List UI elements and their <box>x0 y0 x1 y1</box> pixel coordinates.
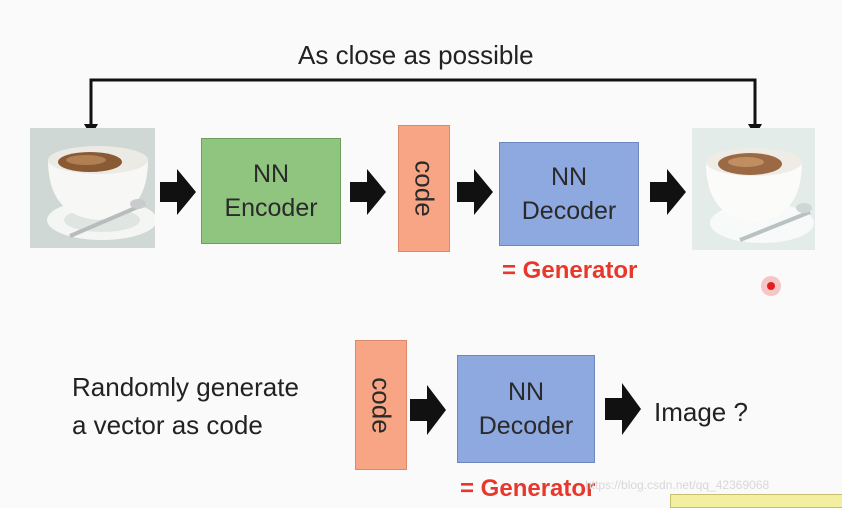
random-vector-text: Randomly generate a vector as code <box>72 368 299 444</box>
random-text-line-1: Randomly generate <box>72 372 299 402</box>
arrow-2 <box>350 169 386 215</box>
output-coffee-image <box>692 128 815 250</box>
arrow-5 <box>410 385 446 435</box>
random-text-line-2: a vector as code <box>72 410 263 440</box>
encoder-line-1: NN <box>252 160 290 188</box>
code-block-top: code <box>398 125 450 252</box>
nn-decoder-block-top: NN Decoder <box>499 142 639 246</box>
nn-encoder-block: NN Encoder <box>201 138 341 244</box>
feedback-label: As close as possible <box>298 40 534 70</box>
input-coffee-image <box>30 128 155 248</box>
code-block-bottom: code <box>355 340 407 470</box>
arrow-6 <box>605 383 641 435</box>
watermark-url: https://blog.csdn.net/qq_42369068 <box>585 478 770 492</box>
decoder-top-line-2: Decoder <box>521 197 617 225</box>
decoder-bottom-line-1: NN <box>507 378 545 406</box>
decoder-bottom-line-2: Decoder <box>478 412 574 440</box>
code-label-bottom: code <box>366 376 397 434</box>
code-label-top: code <box>409 160 440 217</box>
generator-label-bottom: = Generator <box>460 475 596 502</box>
decoder-top-line-1: NN <box>550 163 588 191</box>
generator-label-top: = Generator <box>502 257 638 284</box>
arrow-4 <box>650 169 686 215</box>
encoder-line-2: Encoder <box>224 194 318 222</box>
arrow-3 <box>457 169 493 215</box>
nn-decoder-block-bottom: NN Decoder <box>457 355 595 463</box>
pointer-dot <box>761 276 781 296</box>
arrow-1 <box>160 169 196 215</box>
watermark-logo-strip <box>670 494 842 508</box>
image-question-text: Image ? <box>654 397 748 427</box>
